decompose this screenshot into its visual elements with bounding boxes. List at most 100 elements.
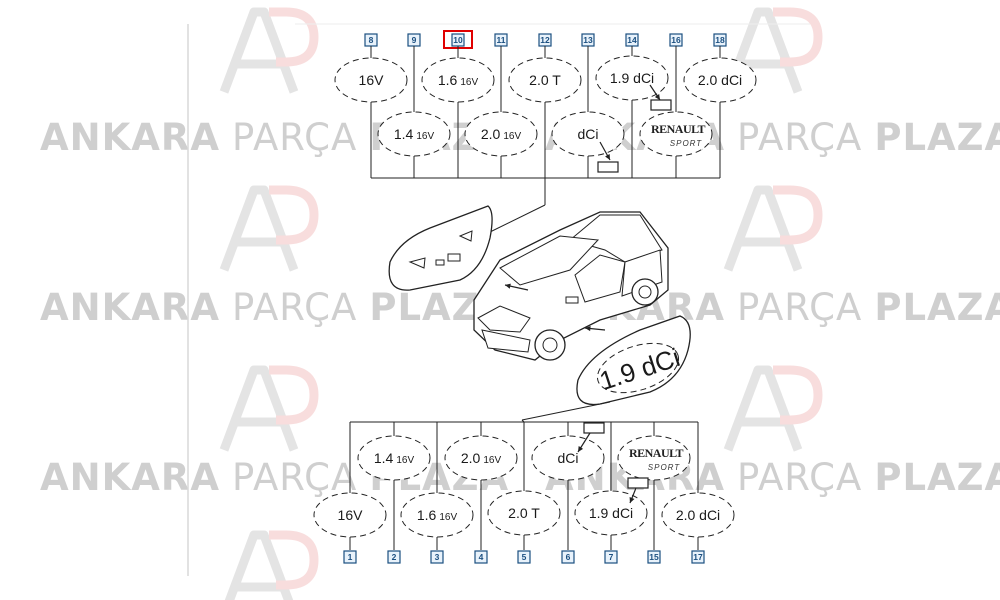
car-front-bumper xyxy=(481,329,531,353)
arrow-head xyxy=(585,325,591,332)
ref-number: 5 xyxy=(522,552,527,562)
ref-callout-3: 4 xyxy=(474,550,488,564)
ref-number: 2 xyxy=(392,552,397,562)
badge-outline xyxy=(313,492,387,538)
badge-main-text: 1.6 xyxy=(438,72,458,88)
bottom-row2-badge: 2.0 T xyxy=(487,490,561,536)
ref-callout-8: 17 xyxy=(691,550,705,564)
badge-label: dCi xyxy=(557,450,578,466)
bottom-row2-badge: 2.0 dCi xyxy=(661,492,735,538)
badge-suffix-text: 16V xyxy=(416,131,434,142)
sport-logo-text: SPORT xyxy=(670,139,703,148)
badge-outline xyxy=(617,435,691,481)
ref-number-box xyxy=(604,550,618,564)
ref-callout-0: 1 xyxy=(343,550,357,564)
badge-label: 16V xyxy=(338,507,364,523)
badge-main-text: dCi xyxy=(577,126,598,142)
badge-suffix-text: 16V xyxy=(439,512,457,523)
bus-line xyxy=(521,419,525,423)
arrow-head xyxy=(605,154,610,160)
bottom-row2-badge: 1.9 dCi xyxy=(574,490,648,536)
badge-outline xyxy=(531,435,605,481)
badge-outline xyxy=(574,490,648,536)
ref-callout-2: 10 xyxy=(443,30,473,49)
side-badge-outline xyxy=(596,342,680,394)
ref-number: 11 xyxy=(497,35,506,45)
renault-logo-text: RENAULT xyxy=(629,446,684,460)
ref-number: 8 xyxy=(369,35,374,45)
badge-main-text: 16V xyxy=(338,507,364,523)
car-rear-hub xyxy=(638,285,652,299)
top-row1-badge: 2.0 T xyxy=(508,57,582,103)
top-row1-badge: 16V xyxy=(334,57,408,103)
dci-position-marker xyxy=(597,161,619,173)
badge-outline xyxy=(639,111,713,157)
badge-label: 16V xyxy=(359,72,385,88)
badge-suffix-text: 16V xyxy=(483,455,501,466)
badge-label: dCi xyxy=(577,126,598,142)
badge-suffix-text: 16V xyxy=(460,77,478,88)
badge-outline xyxy=(400,492,474,538)
badge-main-text: 16V xyxy=(359,72,385,88)
bus-line xyxy=(521,401,611,421)
trunk-badge-slot xyxy=(435,259,445,266)
badge-suffix-text: 16V xyxy=(503,131,521,142)
ref-callout-7: 15 xyxy=(647,550,661,564)
ref-number-box xyxy=(387,550,401,564)
badge-main-text: 2.0 dCi xyxy=(676,507,720,523)
badge-main-text: 1.4 xyxy=(374,450,394,466)
ref-number-box xyxy=(430,550,444,564)
badge-main-text: 2.0 dCi xyxy=(698,72,742,88)
ref-number: 16 xyxy=(671,35,681,45)
ref-callout-2: 3 xyxy=(430,550,444,564)
ref-number-box xyxy=(647,550,661,564)
badge-outline xyxy=(683,57,757,103)
bottom-row2-badge: 16V xyxy=(313,492,387,538)
badge-main-text: 2.0 T xyxy=(529,72,561,88)
dci-position-marker xyxy=(650,99,672,111)
ref-number: 3 xyxy=(435,552,440,562)
car-illustration xyxy=(473,211,669,361)
badge-outline xyxy=(421,57,495,103)
ref-number: 15 xyxy=(649,552,659,562)
trunk-badge-slot xyxy=(447,253,461,262)
car-grille xyxy=(477,305,531,333)
ref-number: 7 xyxy=(609,552,614,562)
ref-number: 12 xyxy=(540,35,550,45)
ref-number: 4 xyxy=(479,552,484,562)
bus-line xyxy=(489,204,546,233)
car-door xyxy=(574,254,626,303)
trunk-badge-marks xyxy=(408,230,473,269)
badge-label: 2.0 T xyxy=(529,72,561,88)
ref-callout-3: 11 xyxy=(494,33,508,47)
badge-main-text: 1.9 dCi xyxy=(610,70,654,86)
ref-callout-5: 6 xyxy=(561,550,575,564)
badge-main-text: 2.0 T xyxy=(508,505,540,521)
dci-position-marker xyxy=(627,477,649,489)
ref-number: 10 xyxy=(453,35,463,45)
trunk-panel xyxy=(388,205,493,291)
badge-outline xyxy=(508,57,582,103)
badge-main-text: dCi xyxy=(557,450,578,466)
badge-label: 2.0 dCi xyxy=(698,72,742,88)
badge-outline xyxy=(487,490,561,536)
top-row1-badge: 1.9 dCi xyxy=(595,55,669,101)
car-windshield xyxy=(499,235,600,286)
top-row2-badge: dCi xyxy=(551,111,625,157)
badge-label: 1.9 dCi xyxy=(610,70,654,86)
ref-number: 14 xyxy=(627,35,637,45)
badge-outline xyxy=(551,111,625,157)
badge-outline xyxy=(444,435,518,481)
car-rear-wheel xyxy=(631,278,659,306)
top-row1-badge: 2.0 dCi xyxy=(683,57,757,103)
badge-main-text: 2.0 xyxy=(461,450,481,466)
